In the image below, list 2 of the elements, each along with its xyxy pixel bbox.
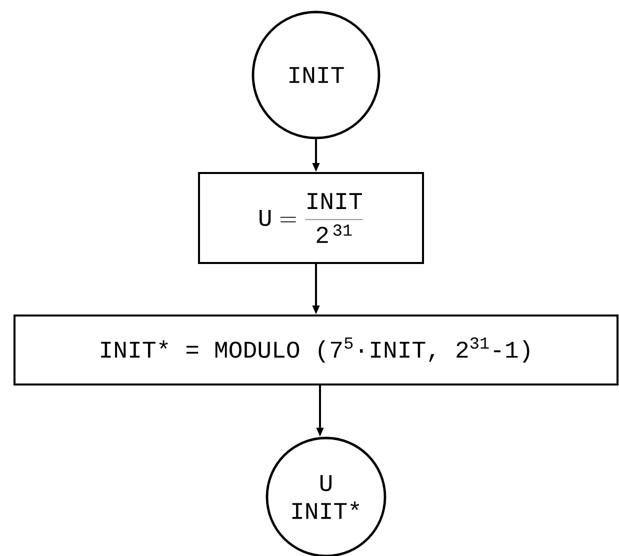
process-box: INIT* = MODULO (7$^{5}$·INIT, 2$^{31}$-1)	[14, 314, 618, 386]
process-box: $\mathtt{U} = \frac{\mathtt{INIT}}{\mathtt{2}^{\,\mathtt{31}}}$	[198, 172, 424, 264]
